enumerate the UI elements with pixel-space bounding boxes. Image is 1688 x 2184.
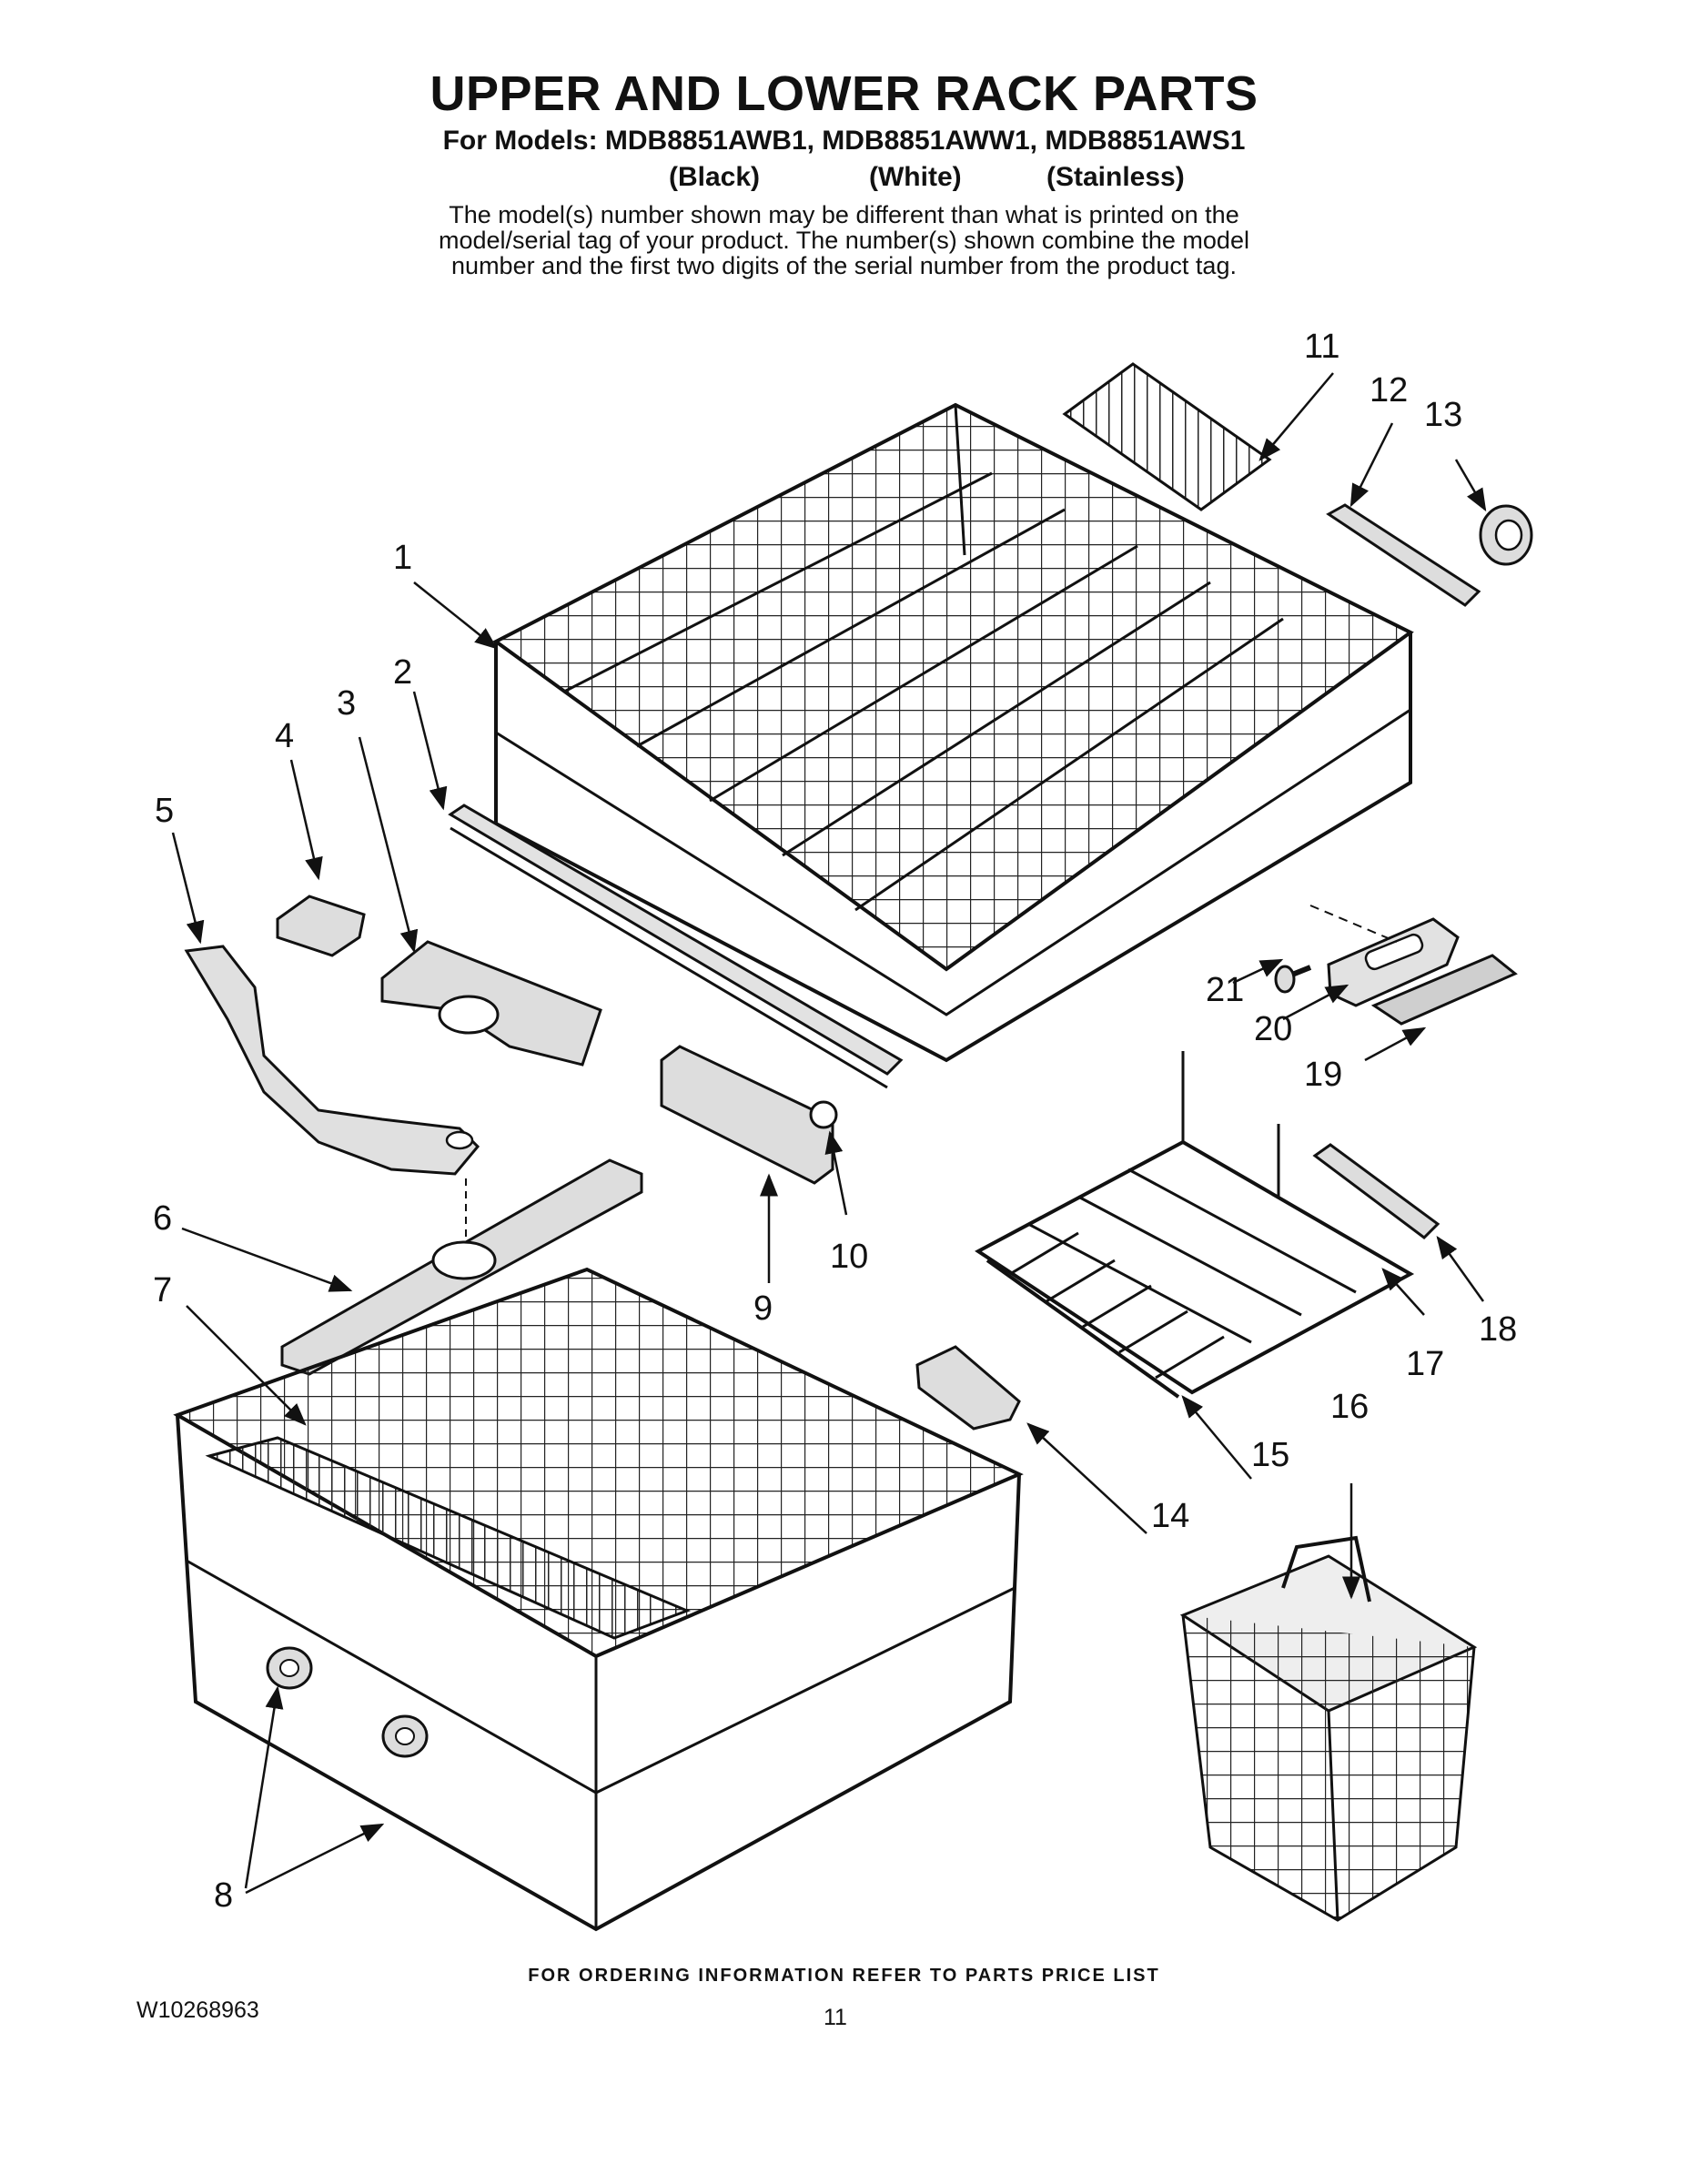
callout-4: 4 <box>275 717 295 755</box>
callout-7: 7 <box>153 1271 173 1309</box>
silverware-basket <box>1179 1535 1478 1922</box>
ordering-note: FOR ORDERING INFORMATION REFER TO PARTS … <box>528 1966 1160 1986</box>
page-title: UPPER AND LOWER RACK PARTS <box>430 66 1258 121</box>
leader-line <box>1349 422 1394 508</box>
callout-14: 14 <box>1151 1497 1190 1535</box>
water-manifold <box>380 940 602 1067</box>
callout-19: 19 <box>1304 1056 1343 1094</box>
lower-rack-wheel <box>266 1646 313 1690</box>
tine-clip <box>915 1345 1021 1431</box>
handle-screw <box>1274 965 1312 994</box>
leader-line <box>824 1130 848 1216</box>
leader-line <box>245 1823 385 1895</box>
callout-1: 1 <box>393 539 413 577</box>
leader-line <box>171 832 205 945</box>
leader-line <box>412 691 448 811</box>
callout-5: 5 <box>155 792 175 830</box>
callout-15: 15 <box>1251 1436 1290 1474</box>
callout-10: 10 <box>830 1238 869 1276</box>
upper-rack-wheel <box>1479 504 1533 566</box>
water-feed-tube <box>184 945 480 1176</box>
leader-line <box>358 736 419 954</box>
leader-line <box>244 1685 284 1889</box>
leader-line <box>1381 1268 1425 1316</box>
model-list: For Models: MDB8851AWB1, MDB8851AWW1, MD… <box>442 126 1246 156</box>
leader-line <box>1232 958 1284 985</box>
color-label-white: (White) <box>869 162 962 192</box>
fold-down-tines <box>986 1231 1225 1399</box>
callout-21: 21 <box>1206 971 1245 1009</box>
leader-line <box>1436 1235 1485 1302</box>
color-label-black: (Black) <box>669 162 761 192</box>
lower-rack-wheel <box>381 1714 429 1758</box>
model-note-line: number and the first two digits of the s… <box>451 252 1237 279</box>
model-note: The model(s) number shown may be differe… <box>0 202 1688 278</box>
callout-6: 6 <box>153 1199 173 1238</box>
leader-line <box>181 1227 353 1292</box>
rack-stop <box>1326 503 1481 607</box>
spray-arm <box>280 1158 643 1376</box>
leader-line <box>186 1305 307 1426</box>
callout-9: 9 <box>753 1289 773 1328</box>
leader-line <box>1454 459 1487 512</box>
callout-2: 2 <box>393 653 413 692</box>
callout-18: 18 <box>1479 1310 1518 1349</box>
page-number: 11 <box>824 2005 847 2030</box>
callout-17: 17 <box>1406 1345 1445 1383</box>
lower-rack <box>173 1267 1024 1932</box>
rack-badge <box>1370 954 1518 1026</box>
leader-line <box>1181 1395 1252 1480</box>
leader-line <box>289 759 323 881</box>
leader-line <box>1026 1422 1147 1534</box>
callout-11: 11 <box>1304 328 1340 366</box>
callout-20: 20 <box>1254 1010 1293 1048</box>
callout-12: 12 <box>1370 371 1409 410</box>
rack-clip <box>276 895 366 957</box>
handle-assembly-guide <box>1309 905 1398 943</box>
upper-rack <box>492 402 1414 1063</box>
slide-rail <box>448 804 904 1089</box>
small-disc <box>809 1100 838 1129</box>
callout-13: 13 <box>1424 396 1463 434</box>
cup-shelf <box>975 1051 1415 1395</box>
leader-line <box>413 581 498 650</box>
model-note-line: model/serial tag of your product. The nu… <box>439 227 1249 254</box>
shelf-clip <box>1312 1143 1440 1239</box>
callout-8: 8 <box>214 1876 234 1915</box>
leader-lines <box>171 372 1487 1895</box>
color-label-stainless: (Stainless) <box>1046 162 1185 192</box>
leader-line <box>1282 984 1349 1021</box>
document-number: W10268963 <box>136 1997 259 2023</box>
rack-handle <box>1327 917 1460 1007</box>
leader-line <box>1364 1026 1427 1062</box>
model-note-line: The model(s) number shown may be differe… <box>449 201 1239 228</box>
callout-3: 3 <box>337 684 357 723</box>
leader-line <box>1258 372 1334 461</box>
callout-16: 16 <box>1330 1388 1370 1426</box>
rail-end-bracket <box>660 1045 834 1185</box>
